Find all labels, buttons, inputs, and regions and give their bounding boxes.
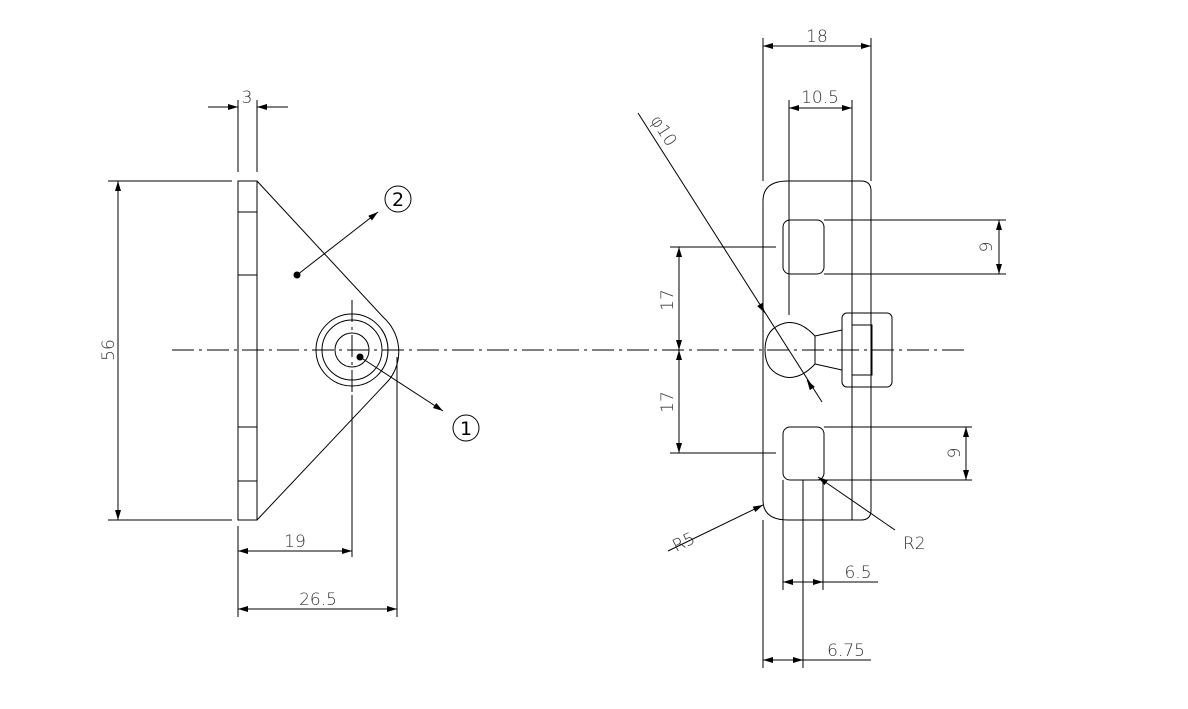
dimension-corner-radius: R5 [667,504,764,557]
dimension-slot-spacing: 17 17 [658,246,776,454]
svg-text:R5: R5 [669,529,698,557]
dimension-stud-offset: 10.5 [788,88,852,315]
svg-text:26.5: 26.5 [299,590,337,610]
front-view: 18 10.5 φ10 9 9 [637,27,1006,668]
dimension-thickness: 3 [208,88,288,172]
ball-stud [764,312,893,388]
side-view: 3 56 19 26.5 2 [99,88,480,617]
svg-text:17: 17 [658,289,678,311]
svg-text:18: 18 [806,27,828,47]
svg-text:2: 2 [392,189,404,211]
svg-text:6.5: 6.5 [844,563,871,583]
dimension-ball-diameter: φ10 [637,112,823,403]
dimension-slot-height-bottom: 9 [818,426,972,481]
slot-top [782,219,825,275]
dimension-slot-width: 6.5 [782,480,878,590]
slot-bottom [782,426,825,481]
dimension-hole-offset: 19 [237,395,353,617]
svg-text:R2: R2 [903,534,926,554]
mounting-hole [315,300,389,400]
bracket-plate [762,180,872,521]
bracket-plate-outline [256,180,400,521]
dimension-slot-radius: R2 [817,476,926,554]
balloon-1: 1 [356,353,480,442]
svg-text:9: 9 [945,448,965,459]
balloon-2: 2 [293,185,412,279]
bracket-flange [237,180,258,521]
svg-text:19: 19 [284,532,306,552]
dimension-slot-height-top: 9 [824,219,1006,275]
svg-text:10.5: 10.5 [801,88,839,108]
svg-text:9: 9 [977,242,997,253]
svg-text:1: 1 [460,418,472,440]
svg-text:3: 3 [242,88,253,108]
svg-text:φ10: φ10 [646,112,681,150]
dimension-width: 18 [762,27,872,181]
svg-text:56: 56 [99,339,119,361]
dimension-height: 56 [99,180,232,521]
flange-segments [238,211,257,482]
dimension-slot-center-offset: 6.75 [762,480,871,668]
svg-text:17: 17 [658,391,678,413]
svg-text:6.75: 6.75 [827,641,865,661]
dimension-overall-width: 26.5 [238,357,398,617]
